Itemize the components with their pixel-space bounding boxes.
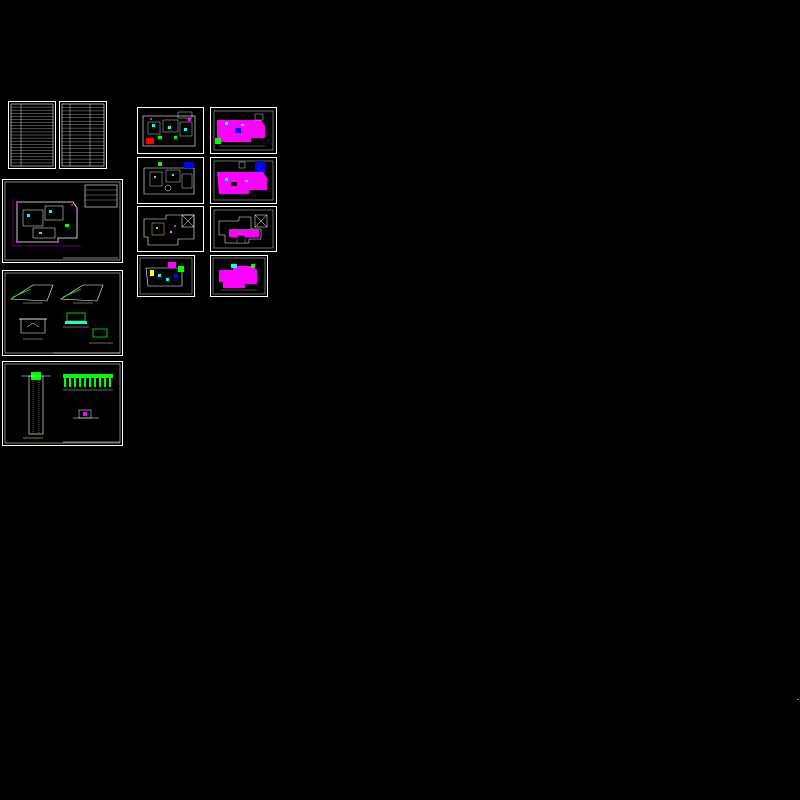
comb-tooth [74,378,76,387]
floor-plan-2b-content [213,160,274,201]
edge-mark [797,699,799,700]
floor-plan-1a-content [142,111,196,147]
site-plan-sheet [2,179,123,263]
floor-plan-4a-content [139,257,193,295]
floor-plan-3a [137,206,204,252]
floor-plan-2a [137,157,204,204]
well-detail-sheet [2,361,123,446]
comb-tooth [109,378,111,387]
comb-tooth [69,378,71,387]
comb-tooth [94,378,96,387]
section-details-content [4,272,121,354]
floor-plan-1a [137,107,204,154]
floor-plan-3b-content [213,209,274,249]
comb-tooth [64,378,66,387]
floor-plan-2a-content [143,162,195,195]
site-plan-content [4,181,121,261]
table-sheet-2-content [61,103,105,167]
comb-tooth [89,378,91,387]
comb-tooth [104,378,106,387]
table-sheet-1 [8,101,56,169]
section-details-sheet [2,270,123,356]
comb-tooth [84,378,86,387]
floor-plan-3a-content [143,214,195,246]
floor-plan-2b [210,157,277,204]
floor-plan-4a [137,255,195,297]
floor-plan-1b-content [213,110,274,151]
comb-tooth [99,378,101,387]
table-sheet-1-content [10,103,54,167]
floor-plan-4b-content [212,257,266,295]
comb-tooth [79,378,81,387]
floor-plan-4b [210,255,268,297]
floor-plan-3b [210,206,277,252]
table-sheet-2 [59,101,107,169]
floor-plan-1b [210,107,277,154]
well-detail-content [4,363,121,444]
